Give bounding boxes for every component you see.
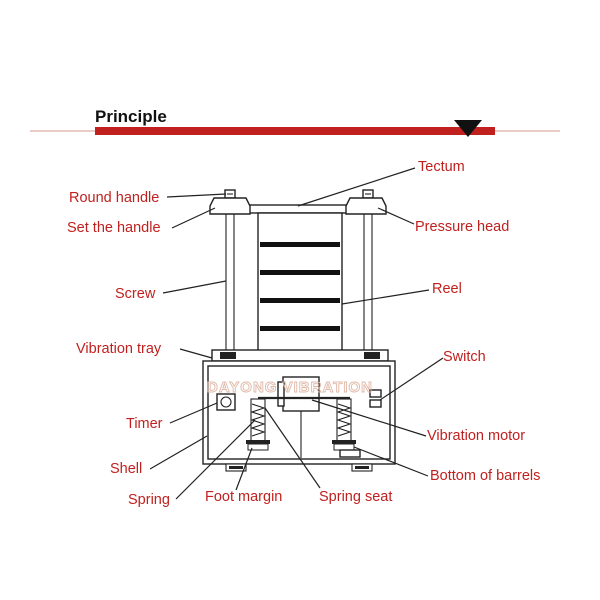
spring-right bbox=[336, 398, 352, 442]
foot-left bbox=[225, 463, 247, 472]
bottom-of-barrels bbox=[339, 449, 361, 458]
round-handle-left bbox=[224, 189, 236, 199]
label-foot-margin: Foot margin bbox=[205, 489, 282, 505]
label-round-handle: Round handle bbox=[69, 190, 159, 206]
switch bbox=[369, 389, 382, 408]
screw-left bbox=[225, 214, 235, 350]
pressure-head-right bbox=[345, 197, 387, 215]
label-vibration-tray: Vibration tray bbox=[76, 341, 162, 357]
label-bottom-of-barrels: Bottom of barrels bbox=[430, 468, 540, 484]
timer bbox=[216, 393, 236, 411]
label-reel: Reel bbox=[432, 281, 462, 297]
label-spring-seat: Spring seat bbox=[319, 489, 392, 505]
label-set-the-handle: Set the handle bbox=[67, 220, 161, 236]
label-timer: Timer bbox=[126, 416, 163, 432]
label-tectum: Tectum bbox=[418, 159, 465, 175]
section-title: Principle bbox=[95, 107, 167, 126]
label-screw: Screw bbox=[115, 286, 156, 302]
vibration-motor bbox=[277, 376, 320, 458]
leader-lines bbox=[149, 167, 444, 500]
watermark-text: DAYONG VIBRATION bbox=[207, 379, 373, 396]
reel bbox=[257, 212, 343, 352]
spring-left bbox=[250, 398, 266, 442]
label-switch: Switch bbox=[443, 349, 486, 365]
screw-right bbox=[363, 214, 373, 350]
vibration-tray bbox=[211, 349, 389, 362]
header-triangle-icon bbox=[454, 120, 482, 137]
spring-seat-right bbox=[332, 440, 356, 451]
label-vibration-motor: Vibration motor bbox=[427, 428, 525, 444]
shell bbox=[202, 360, 396, 465]
foot-right bbox=[351, 463, 373, 472]
round-handle-right bbox=[362, 189, 374, 199]
label-shell: Shell bbox=[110, 461, 142, 477]
label-pressure-head: Pressure head bbox=[415, 219, 509, 235]
label-spring: Spring bbox=[128, 492, 170, 508]
header-bar bbox=[95, 127, 495, 135]
pressure-head-left bbox=[209, 197, 251, 215]
spring-seat-left bbox=[246, 440, 270, 451]
